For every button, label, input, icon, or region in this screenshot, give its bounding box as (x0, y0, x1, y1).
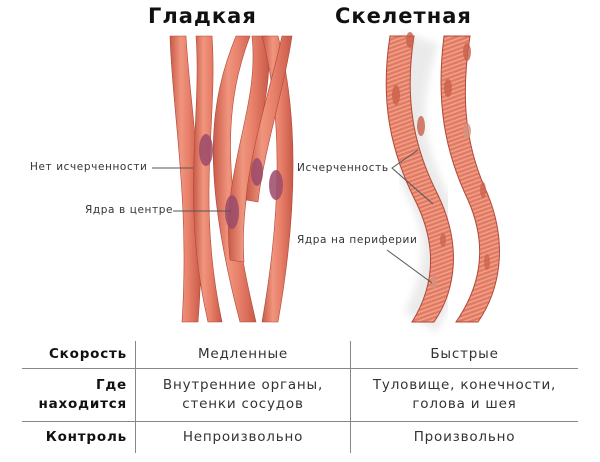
annotation-striation: Исчерченность (297, 162, 389, 174)
table-row-speed: Скорость Медленные Быстрые (22, 341, 578, 369)
annotation-central-nuclei: Ядра в центре (85, 204, 174, 216)
table-row-location: Где находится Внутренние органы, стенки … (22, 368, 578, 422)
leader-lines (152, 149, 434, 284)
smooth-cell: Непроизвольно (135, 421, 351, 453)
nucleus-icon (417, 116, 425, 136)
table-row-control: Контроль Непроизвольно Произвольно (22, 421, 578, 453)
skeletal-muscle-title: Скелетная (335, 4, 472, 28)
nucleus-icon (269, 170, 283, 200)
nucleus-icon (484, 254, 490, 270)
smooth-muscle-fibers (169, 35, 294, 323)
smooth-cell: Внутренние органы, стенки сосудов (135, 368, 351, 422)
row-header: Где находится (22, 368, 136, 422)
nucleus-icon (431, 275, 437, 289)
nucleus-icon (225, 195, 239, 229)
nucleus-icon (440, 233, 446, 247)
nucleus-icon (251, 158, 263, 186)
nucleus-icon (480, 182, 486, 198)
row-header: Скорость (22, 341, 136, 369)
annotation-no-striation: Нет исчерченности (30, 161, 148, 173)
smooth-cell: Медленные (135, 341, 351, 369)
skeletal-muscle-fibers (385, 32, 500, 333)
row-header: Контроль (22, 421, 136, 453)
muscle-illustration (152, 32, 500, 333)
nucleus-icon (392, 85, 400, 105)
nucleus-icon (444, 79, 452, 97)
skeletal-cell: Произвольно (350, 421, 578, 453)
nucleus-icon (406, 32, 414, 48)
comparison-table: Скорость Медленные Быстрые Где находится… (22, 341, 578, 453)
annotation-peripheral-nuclei: Ядра на периферии (297, 234, 418, 246)
nucleus-icon (463, 123, 471, 139)
nucleus-icon (463, 43, 471, 61)
smooth-muscle-title: Гладкая (148, 4, 257, 28)
nucleus-icon (199, 134, 213, 166)
skeletal-cell: Туловище, конечности, голова и шея (350, 368, 578, 422)
skeletal-cell: Быстрые (430, 346, 499, 362)
